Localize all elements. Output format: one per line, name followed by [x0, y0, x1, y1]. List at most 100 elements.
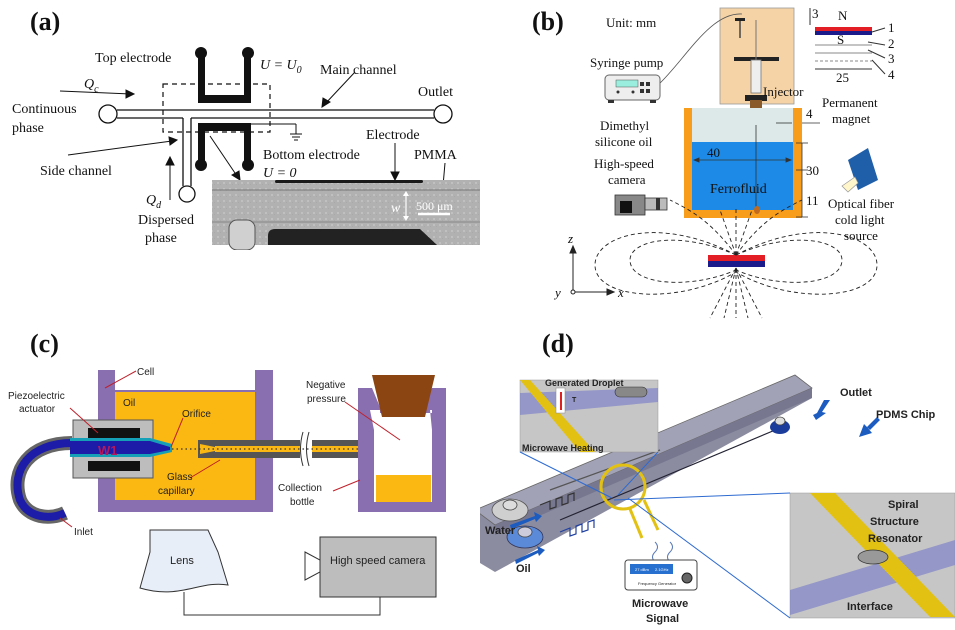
label-structure: Structure — [870, 516, 919, 528]
legend-3: 3 — [888, 51, 895, 66]
label-cold-light: cold light — [835, 212, 885, 227]
legend-1: 1 — [888, 20, 895, 35]
camera-cable — [183, 592, 381, 616]
fg-frequency: 2.1GHz — [655, 567, 669, 572]
label-dimethyl: Dimethyl — [600, 118, 649, 133]
top-electrode — [195, 47, 254, 103]
label-pmma: PMMA — [414, 148, 458, 163]
label-microwave: Microwave — [632, 598, 688, 610]
panel-c-diagram: (c) — [8, 329, 446, 616]
syringe-pump-icon — [604, 74, 661, 103]
label-microwave-heating: Microwave Heating — [522, 443, 604, 453]
scale-bar-label: 500 μm — [416, 199, 453, 213]
label-high-speed-camera: High speed camera — [330, 555, 426, 567]
legend-4: 4 — [888, 67, 895, 82]
water-inlet — [491, 498, 529, 522]
label-piezoelectric: Piezoelectric — [8, 391, 65, 402]
label-generated-droplet: Generated Droplet — [545, 378, 624, 388]
magnetic-field-lines — [594, 199, 878, 319]
label-side-channel: Side channel — [40, 164, 112, 179]
label-u-bottom: U = 0 — [263, 166, 297, 181]
frequency-generator-icon — [624, 541, 698, 591]
panel-c-letter: (c) — [30, 329, 59, 358]
label-electrode: Electrode — [366, 128, 420, 143]
label-pressure: pressure — [307, 394, 346, 405]
label-north: N — [838, 8, 848, 23]
ground-icon — [251, 123, 302, 141]
label-temperature: T — [572, 397, 577, 404]
label-oil: Oil — [516, 563, 531, 575]
dimension-lines — [692, 122, 820, 218]
panel-b: (b) — [480, 0, 955, 320]
inset-connectors — [519, 451, 791, 619]
label-silicone-oil: silicone oil — [595, 134, 653, 149]
inset-spiral-resonator — [789, 492, 955, 619]
label-actuator: actuator — [19, 404, 56, 415]
label-high-speed: High-speed — [594, 156, 654, 171]
label-inlet: Inlet — [74, 527, 93, 538]
dim-4: 4 — [806, 106, 813, 121]
axis-x-label: x — [617, 285, 624, 300]
panel-a-letter: (a) — [30, 7, 60, 36]
dashed-region — [162, 83, 271, 133]
label-camera: camera — [608, 172, 646, 187]
dim-40: 40 — [707, 145, 720, 160]
label-dispersed-phase: phase — [145, 231, 177, 246]
label-orifice: Orifice — [182, 409, 211, 420]
container — [684, 108, 802, 218]
label-pointers — [59, 370, 401, 528]
label-negative: Negative — [306, 380, 346, 391]
axes-icon — [569, 244, 616, 296]
label-resonator: Resonator — [868, 533, 923, 545]
label-dispersed: Dispersed — [138, 213, 194, 228]
label-w1: W1 — [98, 443, 118, 458]
pointer-arrows — [510, 400, 880, 564]
label-permanent: Permanent — [822, 95, 878, 110]
side-channel — [178, 118, 196, 203]
label-spiral: Spiral — [888, 499, 919, 511]
inset-microwave-heating — [519, 379, 659, 453]
fg-label: Frequency Generator — [638, 581, 677, 586]
label-top-electrode: Top electrode — [95, 51, 171, 66]
oil-inlet — [506, 525, 544, 549]
outlet-port — [770, 416, 790, 434]
high-speed-camera-icon — [614, 194, 668, 216]
label-interface: Interface — [847, 601, 893, 613]
label-outlet: Outlet — [840, 387, 872, 399]
label-syringe-pump: Syringe pump — [590, 55, 663, 70]
label-unit: Unit: mm — [606, 15, 656, 30]
lens-icon — [139, 529, 229, 593]
label-bottom-electrode: Bottom electrode — [263, 148, 360, 163]
micrograph-image — [212, 180, 480, 250]
label-qd: Qd — [146, 193, 162, 211]
label-pdms-chip: PDMS Chip — [876, 409, 936, 421]
panel-a: (a) — [0, 0, 480, 250]
dim-25: 25 — [836, 70, 849, 85]
light-source-icon — [841, 148, 878, 193]
microchannels — [539, 427, 781, 537]
label-source: source — [844, 228, 878, 243]
high-speed-camera-icon — [304, 536, 437, 598]
label-continuous-phase: phase — [12, 121, 44, 136]
dim-11: 11 — [806, 193, 819, 208]
label-magnet: magnet — [832, 111, 871, 126]
dim-3: 3 — [812, 6, 819, 21]
dim-30: 30 — [806, 163, 819, 178]
panel-d-diagram: (d) — [480, 329, 955, 625]
label-water: Water — [485, 525, 516, 537]
label-continuous: Continuous — [12, 102, 77, 117]
label-oil: Oil — [123, 398, 135, 409]
panel-a-diagram: (a) — [12, 7, 480, 250]
label-cell: Cell — [137, 367, 154, 378]
label-capillary: capillary — [158, 486, 195, 497]
label-signal: Signal — [646, 613, 679, 625]
glass-capillary — [172, 431, 383, 467]
pump-tube — [657, 13, 743, 86]
magnet-south — [708, 261, 765, 267]
panel-c: (c) — [0, 320, 480, 630]
panel-d-letter: (d) — [542, 329, 574, 358]
label-lens: Lens — [170, 555, 194, 567]
panel-b-diagram: (b) — [532, 6, 895, 319]
label-ferrofluid: Ferrofluid — [710, 182, 767, 197]
label-collection: Collection — [278, 483, 322, 494]
